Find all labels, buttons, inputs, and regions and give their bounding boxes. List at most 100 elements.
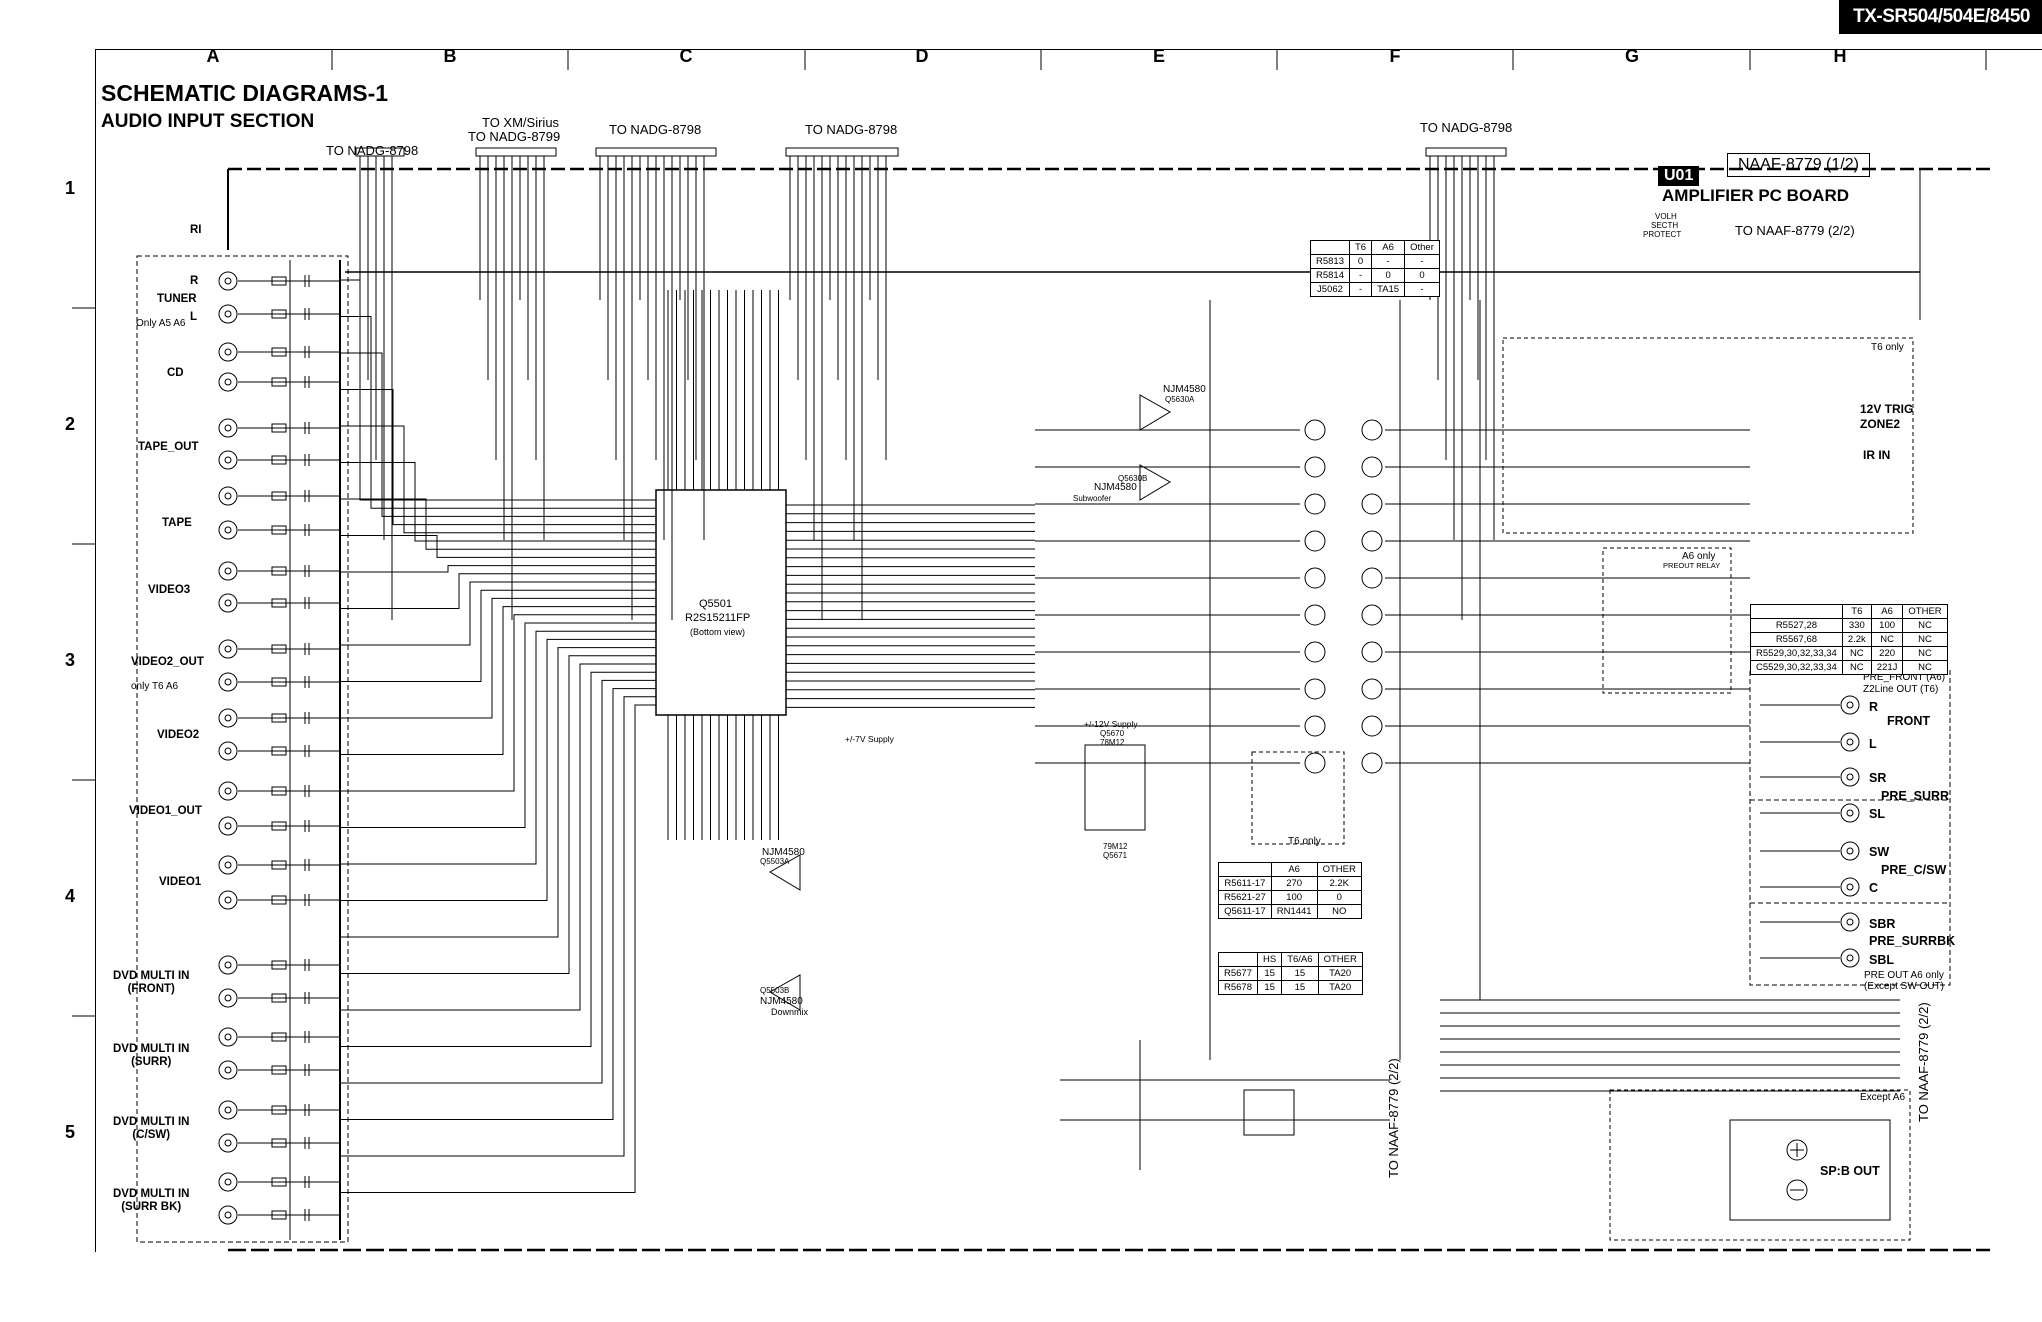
pre-front-a6-label: PRE_FRONT (A6) (1863, 672, 1946, 683)
preout-relay-label: PREOUT RELAY (1663, 561, 1721, 570)
grid-col-b: B (443, 46, 457, 66)
grid-col-e: E (1152, 46, 1165, 66)
transistor-icon (1304, 752, 1326, 774)
input-jack-pin (224, 277, 232, 285)
input-signal-line (340, 647, 656, 938)
table-cell: R5611-17 (1218, 876, 1272, 891)
input-jack-icon (218, 342, 238, 362)
table-cell: TA20 (1317, 966, 1363, 981)
table-row: J5062-TA15- (1310, 282, 1440, 297)
table-cell: 100 (1270, 890, 1318, 905)
resistor (271, 1210, 287, 1220)
connector-p301-label: TO NADG-8798 (1420, 120, 1513, 135)
except-a6-label: Except A6 (1860, 1092, 1906, 1103)
q5501-view: (Bottom view) (690, 627, 746, 637)
output-jack-icon (1840, 877, 1860, 897)
table-cell: NC (1841, 660, 1872, 675)
transistor-icon (1361, 530, 1383, 552)
input-jack-pin (224, 994, 232, 1002)
table-cell: C5529,30,32,33,34 (1750, 660, 1843, 675)
input-signal-line (340, 597, 656, 719)
table-cell: 220 (1870, 646, 1904, 661)
njm-dmix2-label: NJM4580 (760, 996, 803, 1007)
downmix-label: Downmix (771, 1007, 809, 1017)
table-cell: NC (1902, 618, 1948, 633)
resistor (271, 1177, 287, 1187)
input-jack-pin (224, 599, 232, 607)
input-signal-line (340, 704, 656, 1193)
njm-dmix-ref: Q5503A (760, 857, 790, 866)
tuner-l-label: L (190, 311, 198, 323)
grid-col-h: H (1833, 46, 1847, 66)
connector-xm-label-2: TO NADG-8799 (468, 129, 561, 144)
input-signal-line (340, 638, 656, 901)
resistor (271, 455, 287, 465)
table-header-cell: OTHER (1317, 952, 1363, 967)
tape-out-label: TAPE_OUT (138, 441, 199, 453)
table-cell: RN1441 (1270, 904, 1318, 919)
table-cell: Q5611-17 (1218, 904, 1272, 919)
table-cell: - (1348, 282, 1373, 297)
tuner-r-label: R (190, 275, 199, 287)
resistor (271, 1065, 287, 1075)
resistor (271, 677, 287, 687)
out-c-label: C (1869, 881, 1879, 895)
z2line-label: Z2Line OUT (T6) (1863, 684, 1939, 695)
output-jack-pin (1846, 773, 1854, 781)
frame-left-border (95, 49, 96, 1252)
video1-out-label: VIDEO1_OUT (129, 805, 202, 817)
input-jack-icon (218, 1205, 238, 1225)
out-pre-surrbk-label: PRE_SURRBK (1869, 934, 1956, 948)
output-jack-pin (1846, 738, 1854, 746)
dvd-surr-label: DVD MULTI IN (SURR) (113, 1043, 190, 1068)
input-jack-icon (218, 1133, 238, 1153)
input-jack-pin (224, 348, 232, 356)
input-jack-icon (218, 988, 238, 1008)
input-jack-icon (218, 672, 238, 692)
table-cell: 2.2K (1316, 876, 1362, 891)
out-sbl-label: SBL (1869, 953, 1894, 967)
input-signal-line (340, 462, 656, 542)
table-header-cell: A6 (1270, 862, 1318, 877)
input-signal-line (340, 565, 656, 573)
input-signal-line (340, 498, 656, 550)
tuner-note: Only A5 A6 (136, 318, 186, 329)
preout-note-2: (Except SW OUT) (1864, 981, 1945, 992)
out-sr-label: SR (1869, 771, 1887, 785)
input-jack-icon (218, 304, 238, 324)
input-jack-icon (218, 781, 238, 801)
tuner-label: TUNER (157, 293, 197, 305)
q5501-part: R2S15211FP (685, 612, 751, 624)
input-jack-pin (224, 678, 232, 686)
resistor (271, 993, 287, 1003)
input-jack-icon (218, 890, 238, 910)
dvd-surrbk-label: DVD MULTI IN (SURR BK) (113, 1188, 190, 1213)
table-header-cell: A6 (1371, 240, 1406, 255)
table-cell: TA15 (1371, 282, 1406, 297)
input-signal-line (340, 316, 656, 509)
q5671-label: Q5671 (1103, 851, 1128, 860)
table-cell: - (1348, 268, 1373, 283)
table-cell: 15 (1281, 966, 1319, 981)
resistor (271, 423, 287, 433)
njm-mid-label: NJM4580 (1094, 482, 1137, 493)
njm-top-ref: Q5630A (1165, 395, 1195, 404)
dvd-csw-label: DVD MULTI IN (C/SW) (113, 1116, 190, 1141)
t6-only-label: T6 only (1871, 342, 1904, 353)
table-header-cell: T6/A6 (1281, 952, 1319, 967)
resistor (271, 347, 287, 357)
input-signal-line (340, 696, 656, 1157)
table-cell: R5814 (1310, 268, 1350, 283)
transistor-icon (1304, 715, 1326, 737)
out-sl-label: SL (1869, 807, 1885, 821)
table-header-cell (1750, 604, 1843, 619)
input-jack-pin (224, 424, 232, 432)
